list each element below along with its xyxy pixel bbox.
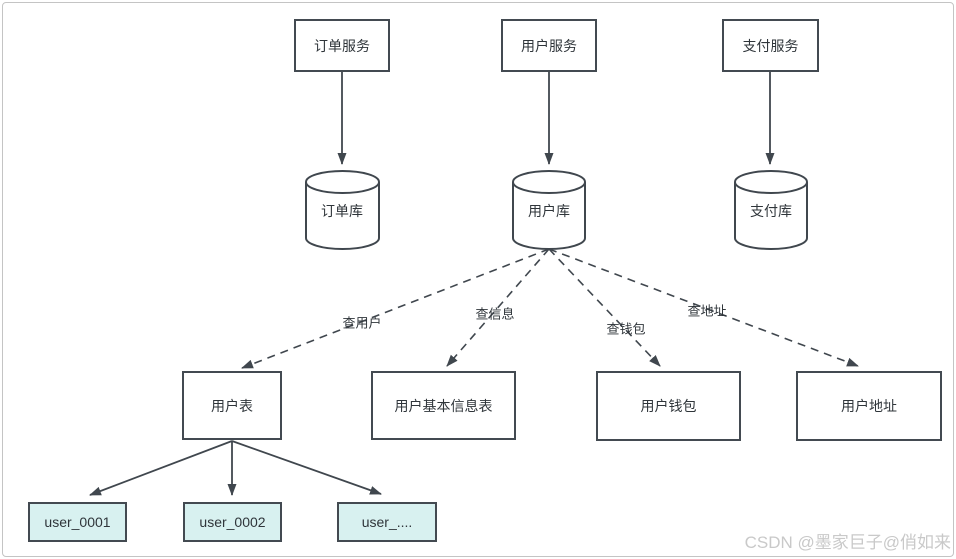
edge-label-query-wallet: 查钱包 [606,321,646,337]
edge-label-query-address: 查地址 [687,303,727,319]
db-label-payment: 支付库 [750,203,792,219]
service-box-order: 订单服务 [294,19,390,72]
arrow-user-table-to-shard-0001 [89,440,233,496]
service-box-payment: 支付服务 [722,19,819,72]
arrow-user-table-to-shard-more [231,440,382,495]
payment-db-cylinder [734,170,808,250]
shard-box-user-more: user_.... [337,502,437,542]
arrow-user-db-to-user-info-table [446,248,550,367]
edge-label-query-info: 查信息 [475,306,515,322]
db-label-order: 订单库 [321,203,363,219]
shard-box-user-0001: user_0001 [28,502,127,542]
table-box-user-info: 用户基本信息表 [371,371,516,440]
user-db-cylinder [512,170,586,250]
table-box-user: 用户表 [182,371,282,440]
db-label-user: 用户库 [528,203,570,219]
edge-label-query-user: 查用户 [342,315,382,331]
table-box-user-wallet: 用户钱包 [596,371,741,441]
service-box-user: 用户服务 [501,19,597,72]
watermark: CSDN @墨家巨子@俏如来 [744,533,951,552]
order-db-cylinder [305,170,380,250]
arrow-user-db-to-user-wallet [548,248,661,367]
table-box-user-address: 用户地址 [796,371,942,441]
shard-box-user-0002: user_0002 [183,502,282,542]
